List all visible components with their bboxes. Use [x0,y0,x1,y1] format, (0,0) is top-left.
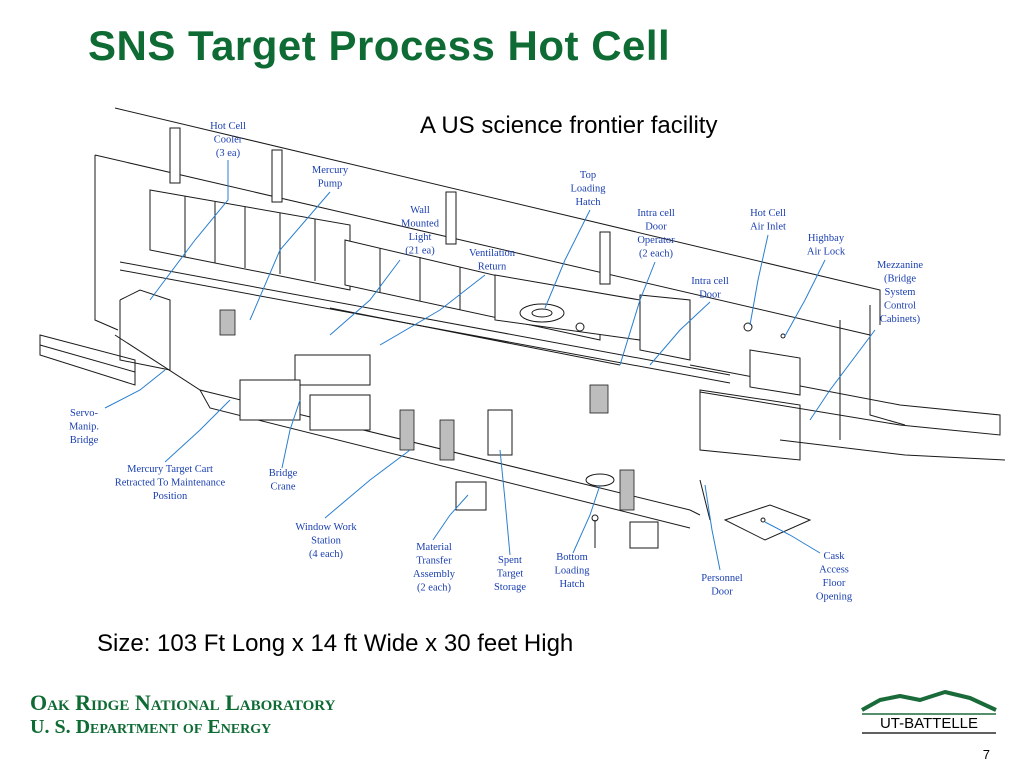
label-line: Intra cell [637,208,675,219]
label-line: Intra cell [691,276,729,287]
label-line: Assembly [413,569,456,580]
label-line: Opening [816,592,853,603]
org-name-line2: U. S. Department of Energy [30,716,272,738]
label-line: Control [884,301,916,312]
label-line: Air Lock [807,247,846,258]
size-text: Size: 103 Ft Long x 14 ft Wide x 30 feet… [97,630,574,657]
label-line: Hatch [575,197,601,208]
label-line: (21 ea) [405,246,435,257]
label-line: Station [311,536,342,547]
label-line: (4 each) [309,549,344,560]
label-line: Retracted To Maintenance [115,478,226,489]
label-line: Bridge [70,435,99,446]
label-line: Storage [494,582,526,593]
label-line: Floor [823,578,846,589]
label-line: Door [645,222,667,233]
label-line: Cask [824,551,846,562]
label-line: Access [819,565,849,576]
label-line: Bottom [556,552,588,563]
label-line: Light [409,232,432,243]
label-line: Door [699,290,721,301]
label-line: Bridge [269,468,298,479]
label-line: Target [497,569,524,580]
label-line: (2 each) [417,583,452,594]
label-line: Cabinets) [880,314,921,325]
logo-text: UT-BATTELLE [880,715,978,732]
label-line: Loading [555,566,591,577]
label-line: Crane [270,482,295,493]
label-line: Manip. [69,422,99,433]
label-line: Spent [498,555,522,566]
org-name-line1: Oak Ridge National Laboratory [30,690,336,715]
label-line: (Bridge [884,274,916,285]
label-line: Air Inlet [750,222,786,233]
label-line: Mezzanine [877,260,923,271]
ut-battelle-logo: UT-BATTELLE [861,690,997,734]
label-line: Top [580,170,596,181]
label-line: Pump [318,179,343,190]
label-line: Door [711,587,733,598]
label-line: Transfer [416,556,452,567]
label-line: Window Work [295,522,357,533]
label-line: Mounted [401,219,440,230]
label-servo-manip-bridge: Servo- Manip. Bridge [69,408,99,446]
label-line: Loading [571,184,607,195]
slide-title: SNS Target Process Hot Cell [88,22,671,69]
label-line: System [885,287,916,298]
label-line: Personnel [701,573,742,584]
label-line: (2 each) [639,249,674,260]
label-line: Cooler [214,135,243,146]
label-line: Mercury [312,165,349,176]
label-line: Highbay [808,233,845,244]
slide-subtitle: A US science frontier facility [420,112,718,139]
label-line: Position [153,491,188,502]
label-line: Ventilation [469,248,516,259]
page-number: 7 [982,747,990,762]
leader-lines [104,160,876,571]
hot-cell-drawing [39,107,1006,549]
label-line: Hatch [559,579,585,590]
label-line: Material [416,542,452,553]
label-line: Mercury Target Cart [127,464,213,475]
label-line: Operator [637,235,675,246]
label-line: Wall [410,205,430,216]
label-line: Servo- [70,408,98,419]
label-line: Return [478,262,507,273]
label-line: Hot Cell [750,208,786,219]
label-line: (3 ea) [216,148,241,159]
label-line: Hot Cell [210,121,246,132]
